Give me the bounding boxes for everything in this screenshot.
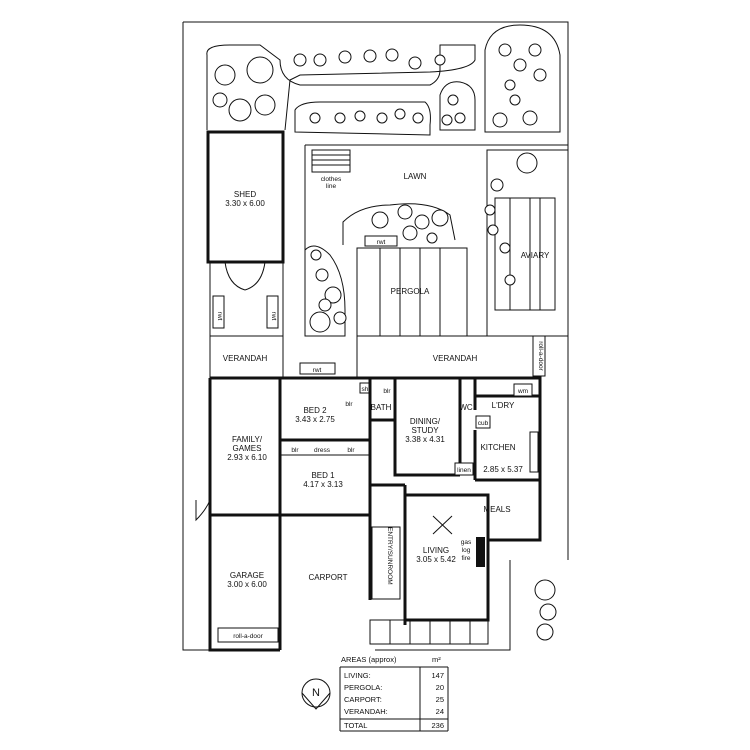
area-row-value: 24 bbox=[436, 707, 444, 716]
rwt-label-pergola: rwt bbox=[377, 239, 386, 246]
washing-machine bbox=[513, 383, 533, 397]
roll-a-door-top-label: roll-a-door bbox=[537, 341, 544, 371]
roll-a-door-top bbox=[532, 335, 546, 377]
entry-sunroom bbox=[371, 526, 401, 600]
rwt-label-shed-right: rwt bbox=[270, 312, 277, 321]
aviary-structure bbox=[494, 197, 556, 311]
wm-label: wm bbox=[517, 388, 528, 395]
garden-bed-right-top bbox=[439, 81, 476, 131]
area-row-label: LIVING: bbox=[344, 671, 371, 680]
fireplace bbox=[476, 537, 485, 567]
entry-label: ENTRY/SUNROOM bbox=[386, 527, 393, 585]
garden-bed-top-left bbox=[206, 44, 476, 131]
lawn-label: LAWN bbox=[404, 172, 427, 181]
shed bbox=[206, 130, 285, 264]
areas-unit: m² bbox=[432, 655, 441, 664]
garden-bed-right-tall bbox=[484, 24, 561, 133]
garden-bed-mid bbox=[294, 101, 431, 136]
front-steps bbox=[369, 619, 489, 645]
shed-dims: 3.30 x 6.00 bbox=[225, 199, 265, 208]
shr-label: shr bbox=[361, 386, 371, 393]
carport-label: CARPORT bbox=[309, 573, 348, 582]
living-label: LIVING bbox=[423, 546, 449, 555]
blr-bath: blr bbox=[383, 388, 391, 395]
interior-walls bbox=[278, 378, 540, 620]
rwt-label-shed-left: rwt bbox=[216, 312, 223, 321]
bed1-label: BED 1 bbox=[311, 471, 335, 480]
garden-bed-aviary bbox=[486, 149, 568, 305]
laundry-label: L'DRY bbox=[492, 401, 515, 410]
linen-label: linen bbox=[457, 467, 471, 474]
wc-label: WC bbox=[459, 403, 473, 412]
area-total-value: 236 bbox=[431, 721, 444, 730]
clothes-line bbox=[311, 149, 351, 173]
verandah-left bbox=[209, 335, 284, 378]
garden-bed-left bbox=[304, 245, 346, 337]
rainwater-tank-shed-right bbox=[266, 295, 279, 329]
family-dims: 2.93 x 6.10 bbox=[227, 453, 267, 462]
ceiling-fan bbox=[432, 515, 453, 535]
kitchen-label: KITCHEN bbox=[480, 443, 515, 452]
dining-dims: 3.38 x 4.31 bbox=[405, 435, 445, 444]
bath-label: BATH bbox=[371, 403, 392, 412]
areas-table bbox=[339, 666, 449, 732]
gas-log-fire-2: log bbox=[462, 547, 471, 554]
area-row-value: 147 bbox=[431, 671, 444, 680]
area-total-label: TOTAL bbox=[344, 721, 367, 730]
areas-title: AREAS (approx) bbox=[341, 655, 397, 664]
cub-label: cub bbox=[478, 420, 489, 427]
verandah-left-label: VERANDAH bbox=[223, 354, 268, 363]
kitchen-bench bbox=[529, 431, 539, 473]
roll-a-door-garage-label: roll-a-door bbox=[233, 633, 263, 640]
area-row-label: CARPORT: bbox=[344, 695, 382, 704]
kitchen-dims: 2.85 x 5.37 bbox=[483, 465, 523, 474]
clothes-line-label: clothes bbox=[321, 176, 342, 183]
garage-side-door bbox=[195, 499, 211, 522]
rwt-label-verandah: rwt bbox=[313, 367, 322, 374]
area-row-value: 25 bbox=[436, 695, 444, 704]
aviary-label: AVIARY bbox=[521, 251, 550, 260]
clothes-line-label-2: line bbox=[326, 183, 337, 190]
family-label-2: GAMES bbox=[233, 444, 262, 453]
bed2-label: BED 2 bbox=[303, 406, 327, 415]
site-boundary bbox=[182, 21, 569, 651]
cupboard bbox=[475, 415, 491, 429]
roll-a-door-garage bbox=[217, 627, 279, 643]
rainwater-tank-verandah bbox=[299, 362, 336, 375]
blr-bed2: blr bbox=[345, 401, 353, 408]
dining-label-2: STUDY bbox=[411, 426, 439, 435]
area-row-label: VERANDAH: bbox=[344, 707, 388, 716]
bed1-dims: 4.17 x 3.13 bbox=[303, 480, 343, 489]
gas-log-fire-3: fire bbox=[461, 555, 470, 562]
garage-dims: 3.00 x 6.00 bbox=[227, 580, 267, 589]
family-label: FAMILY/ bbox=[232, 435, 263, 444]
garage-label: GARAGE bbox=[230, 571, 264, 580]
rainwater-tank-shed-left bbox=[212, 295, 225, 329]
shed-label: SHED bbox=[234, 190, 256, 199]
north-arrow bbox=[301, 678, 331, 710]
blr-bed1-left: blr bbox=[291, 447, 299, 454]
linen-cupboard bbox=[454, 462, 474, 476]
dress-label: dress bbox=[314, 447, 331, 454]
meals-label: MEALS bbox=[483, 505, 510, 514]
trees bbox=[212, 43, 557, 641]
pergola-label: PERGOLA bbox=[391, 287, 430, 296]
shower bbox=[359, 382, 370, 394]
blr-bed1-right: blr bbox=[347, 447, 355, 454]
area-row-label: PERGOLA: bbox=[344, 683, 382, 692]
rainwater-tank-pergola bbox=[364, 235, 398, 247]
verandah-right-label: VERANDAH bbox=[433, 354, 478, 363]
gas-log-fire-1: gas bbox=[461, 539, 472, 546]
area-row-value: 20 bbox=[436, 683, 444, 692]
bed2-dims: 3.43 x 2.75 bbox=[295, 415, 335, 424]
living-dims: 3.05 x 5.42 bbox=[416, 555, 456, 564]
dining-label: DINING/ bbox=[410, 417, 441, 426]
north-label: N bbox=[312, 687, 320, 699]
